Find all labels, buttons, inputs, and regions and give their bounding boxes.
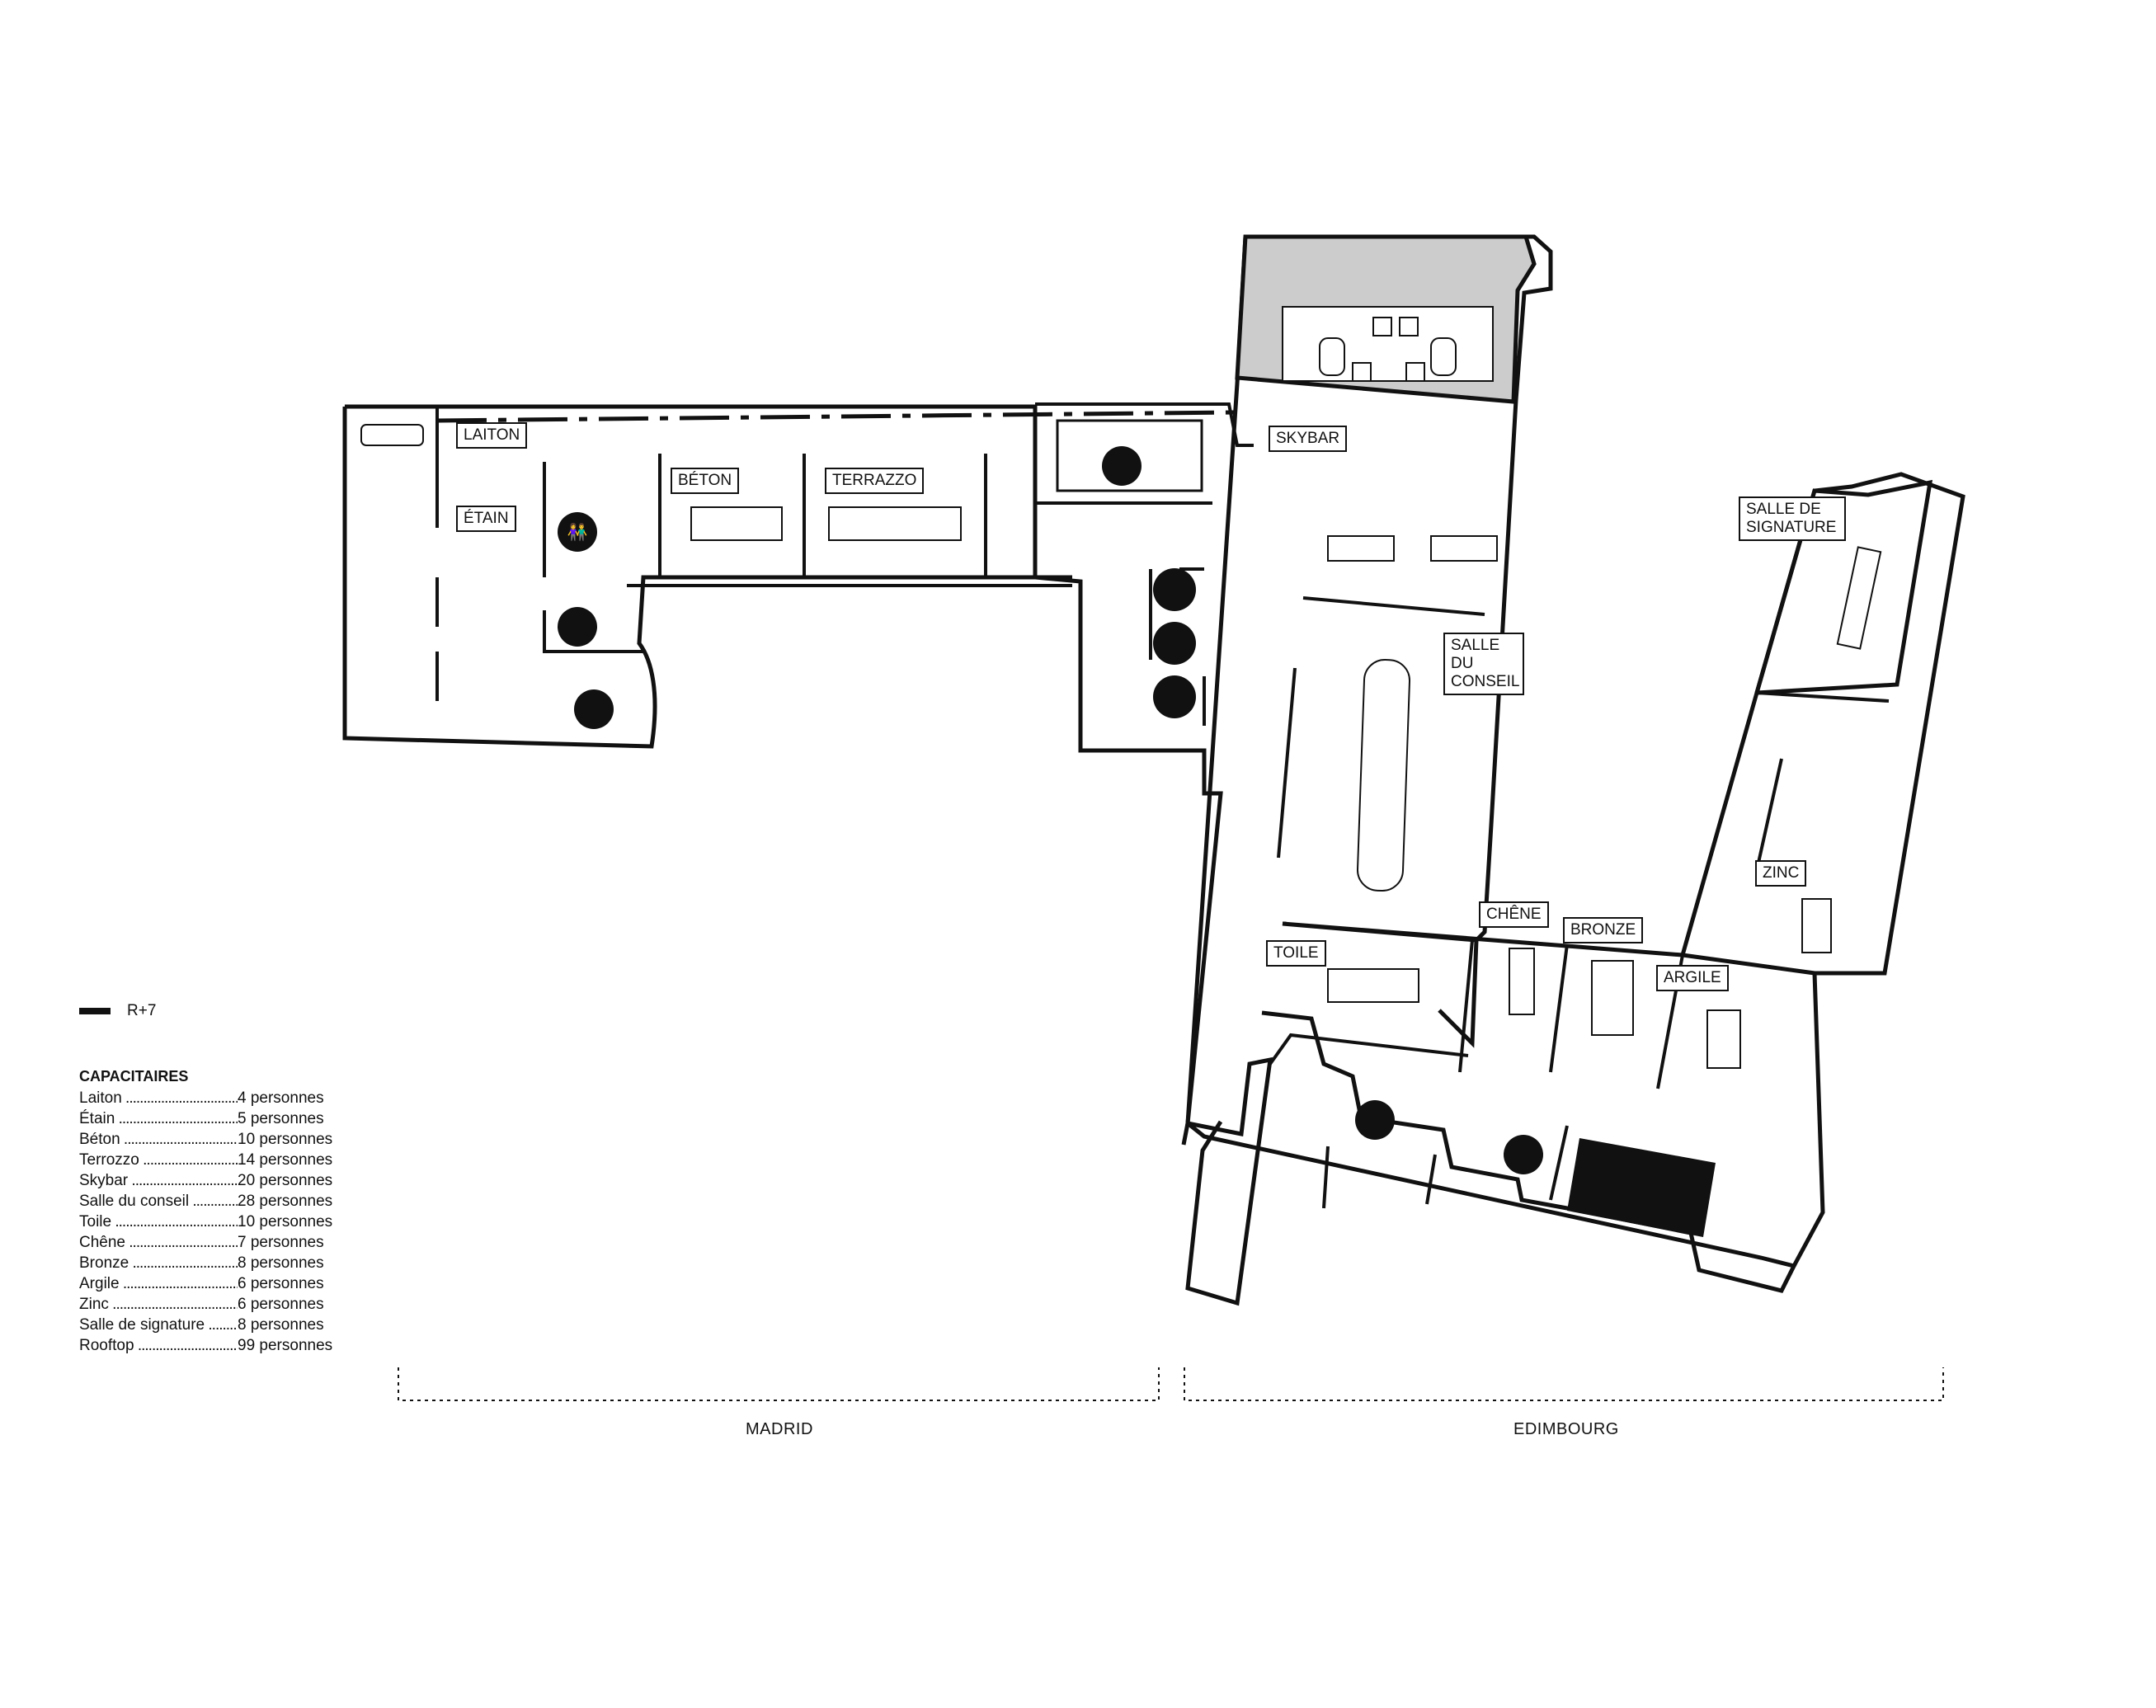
capacity-room: Salle du conseil <box>79 1191 238 1212</box>
capacity-room: Zinc <box>79 1294 238 1315</box>
capacity-row: Argile6 personnes <box>79 1273 332 1294</box>
capacity-row: Skybar20 personnes <box>79 1170 332 1191</box>
capacity-room: Étain <box>79 1108 238 1129</box>
capacity-row: Toile10 personnes <box>79 1212 332 1232</box>
room-label-toile: TOILE <box>1266 940 1326 967</box>
room-label-laiton: LAITON <box>456 422 528 449</box>
capacity-value: 10 personnes <box>238 1213 333 1230</box>
level-marker-label: R+7 <box>127 1002 157 1019</box>
capacity-row: Rooftop99 personnes <box>79 1335 332 1356</box>
level-swatch <box>79 1008 111 1014</box>
svg-text:👫: 👫 <box>567 522 588 542</box>
room-label-salle-du-conseil: SALLE DU CONSEIL <box>1443 633 1524 695</box>
room-label-argile: ARGILE <box>1656 965 1729 991</box>
capacity-value: 7 personnes <box>238 1234 324 1251</box>
capacity-value: 14 personnes <box>238 1151 333 1169</box>
capacity-value: 6 personnes <box>238 1275 324 1292</box>
capacity-room: Chêne <box>79 1232 238 1253</box>
room-label-skybar: SKYBAR <box>1269 426 1348 452</box>
capacity-value: 28 personnes <box>238 1193 333 1210</box>
edimbourg-bracket <box>1184 1367 1944 1401</box>
restroom-icon <box>558 607 597 647</box>
capacity-room: Rooftop <box>79 1335 238 1356</box>
capacity-value: 8 personnes <box>238 1254 324 1272</box>
capacity-value: 8 personnes <box>238 1316 324 1334</box>
capacity-value: 5 personnes <box>238 1110 324 1127</box>
capacity-title: CAPACITAIRES <box>79 1068 189 1085</box>
capacity-room: Skybar <box>79 1170 238 1191</box>
capacity-room: Toile <box>79 1212 238 1232</box>
wing-label-madrid: MADRID <box>746 1420 813 1438</box>
restroom-icon <box>558 512 597 552</box>
room-label-chene: CHÊNE <box>1479 901 1549 928</box>
rooftop-furniture <box>1282 306 1494 382</box>
madrid-bracket <box>398 1367 1160 1401</box>
capacity-row: Laiton4 personnes <box>79 1088 332 1108</box>
capacity-row: Terrozzo14 personnes <box>79 1150 332 1170</box>
level-marker: R+7 <box>79 1002 332 1020</box>
capacity-row: Bronze8 personnes <box>79 1253 332 1273</box>
capacity-row: Étain5 personnes <box>79 1108 332 1129</box>
service-block <box>1567 1138 1716 1237</box>
capacity-value: 4 personnes <box>238 1089 324 1107</box>
service-icons <box>558 446 1543 1174</box>
stairs-icon <box>1102 446 1142 486</box>
capacity-room: Terrozzo <box>79 1150 238 1170</box>
stair-shaft <box>1056 419 1203 492</box>
madrid-wing-outline <box>345 404 1273 1306</box>
stairs-icon <box>574 689 614 729</box>
capacity-room: Béton <box>79 1129 238 1150</box>
elevator-icon <box>1153 568 1196 611</box>
room-label-salle-de-signature: SALLE DE SIGNATURE <box>1739 496 1846 541</box>
capacity-value: 99 personnes <box>238 1337 333 1354</box>
room-label-bronze: BRONZE <box>1563 917 1644 943</box>
interior-walls <box>435 402 1890 1209</box>
dashed-north-wall <box>436 410 1238 423</box>
capacity-room: Laiton <box>79 1088 238 1108</box>
madrid-left-block <box>342 407 1072 749</box>
legend: R+7 CAPACITAIRES Laiton4 personnesÉtain5… <box>79 1002 332 1356</box>
capacity-row: Béton10 personnes <box>79 1129 332 1150</box>
room-label-terrazzo: TERRAZZO <box>825 468 925 494</box>
capacity-row: Salle de signature8 personnes <box>79 1315 332 1335</box>
furniture <box>360 424 1882 1069</box>
capacity-room: Bronze <box>79 1253 238 1273</box>
capacity-row: Salle du conseil28 personnes <box>79 1191 332 1212</box>
capacity-value: 10 personnes <box>238 1131 333 1148</box>
capacity-room: Salle de signature <box>79 1315 238 1335</box>
central-tower-outline <box>1245 234 1553 1048</box>
edimbourg-wing-outline <box>1186 1010 1797 1293</box>
capacity-row: Chêne7 personnes <box>79 1232 332 1253</box>
capacity-value: 20 personnes <box>238 1172 333 1189</box>
room-label-zinc: ZINC <box>1755 860 1807 887</box>
capacity-list: Laiton4 personnesÉtain5 personnesBéton10… <box>79 1088 332 1356</box>
restroom-icon <box>1504 1135 1543 1174</box>
room-label-etain: ÉTAIN <box>456 506 516 532</box>
capacity-row: Zinc6 personnes <box>79 1294 332 1315</box>
room-label-beton: BÉTON <box>671 468 740 494</box>
capacity-room: Argile <box>79 1273 238 1294</box>
elevator-icon <box>1153 622 1196 665</box>
elevator-icon <box>1153 675 1196 718</box>
capacity-value: 6 personnes <box>238 1296 324 1313</box>
wing-label-edimbourg: EDIMBOURG <box>1513 1420 1619 1438</box>
restroom-icon <box>1355 1100 1395 1140</box>
